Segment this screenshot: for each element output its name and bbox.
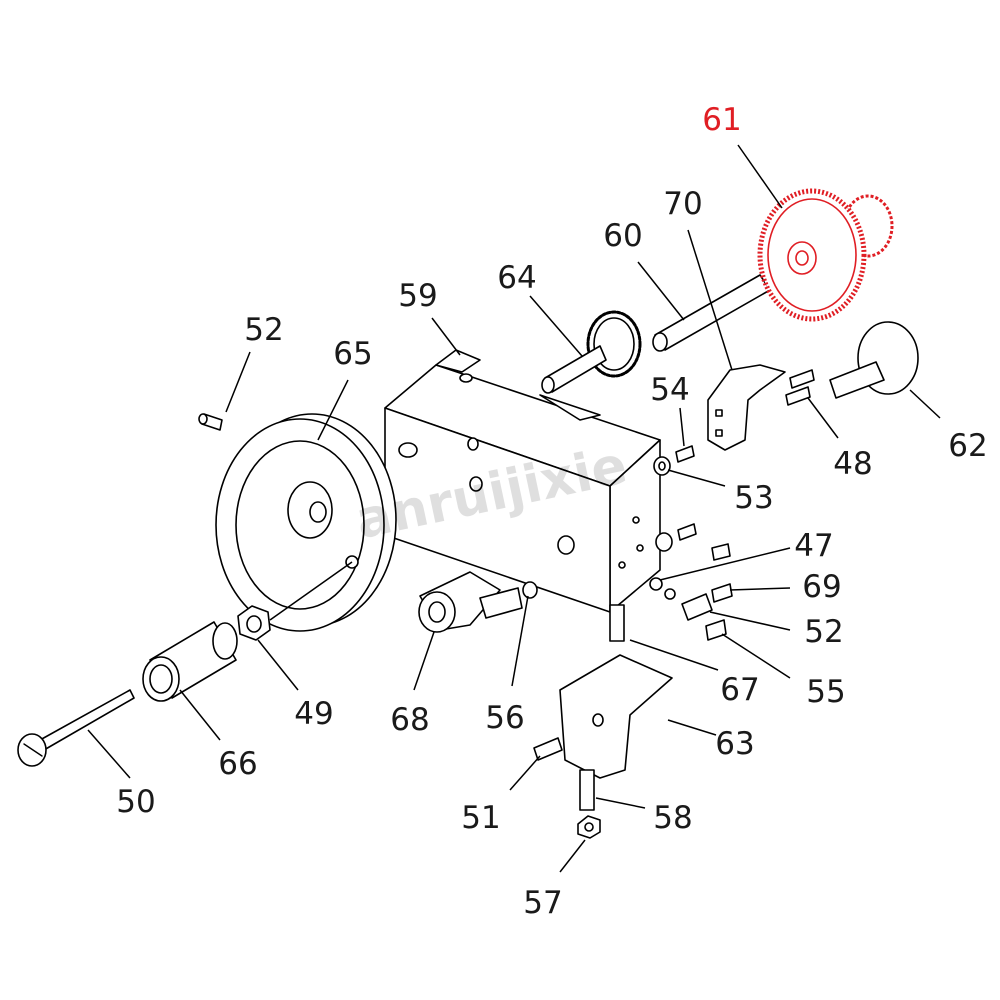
pin-69-right xyxy=(711,583,733,603)
shaft-62 xyxy=(829,321,919,399)
callout-58: 58 xyxy=(653,800,692,836)
callout-64: 64 xyxy=(497,260,536,296)
callout-67: 67 xyxy=(720,672,759,708)
housing-59 xyxy=(384,349,661,642)
shaft-60 xyxy=(652,274,771,352)
callout-68: 68 xyxy=(390,702,429,738)
callout-57: 57 xyxy=(523,885,562,921)
callout-56: 56 xyxy=(485,700,524,736)
pin-51 xyxy=(533,737,563,761)
callout-55: 55 xyxy=(806,674,845,710)
screw-50 xyxy=(17,689,135,767)
ball-69 xyxy=(649,577,676,600)
screw-washer-lower xyxy=(655,523,697,552)
callout-69: 69 xyxy=(802,569,841,605)
stud-58 xyxy=(579,769,595,811)
handwheel-65 xyxy=(215,413,397,632)
screw-54 xyxy=(675,445,695,463)
callout-52-right: 52 xyxy=(804,614,843,650)
callout-63: 63 xyxy=(715,726,754,762)
screw-55 xyxy=(705,619,727,641)
sleeve-66 xyxy=(142,621,238,702)
screw-56 xyxy=(522,581,538,599)
nut-57 xyxy=(577,815,601,839)
clamp-63 xyxy=(559,654,673,779)
callout-48: 48 xyxy=(833,446,872,482)
callout-54: 54 xyxy=(650,372,689,408)
callout-labels: 61 70 60 64 59 52 65 54 53 48 62 47 69 5… xyxy=(116,102,987,921)
gear-64 xyxy=(541,310,642,394)
callout-70: 70 xyxy=(663,186,702,222)
callout-66: 66 xyxy=(218,746,257,782)
screws-48 xyxy=(785,369,815,406)
pin-52-left xyxy=(198,413,223,431)
callout-62: 62 xyxy=(948,428,987,464)
callout-50: 50 xyxy=(116,784,155,820)
callout-49: 49 xyxy=(294,696,333,732)
callout-47: 47 xyxy=(794,528,833,564)
callout-60: 60 xyxy=(603,218,642,254)
callout-53: 53 xyxy=(734,480,773,516)
gear-61-highlighted xyxy=(757,188,894,322)
callout-59: 59 xyxy=(398,278,437,314)
callout-52-left: 52 xyxy=(244,312,283,348)
lever-68 xyxy=(418,571,523,633)
nut-49 xyxy=(237,605,271,641)
leader-lines xyxy=(87,144,941,873)
spring-52-right xyxy=(681,593,713,621)
callout-65: 65 xyxy=(333,336,372,372)
washer-53 xyxy=(653,456,671,476)
pin-47 xyxy=(711,543,731,561)
callout-51: 51 xyxy=(461,800,500,836)
bracket-70 xyxy=(707,364,786,451)
callout-61: 61 xyxy=(702,102,741,138)
